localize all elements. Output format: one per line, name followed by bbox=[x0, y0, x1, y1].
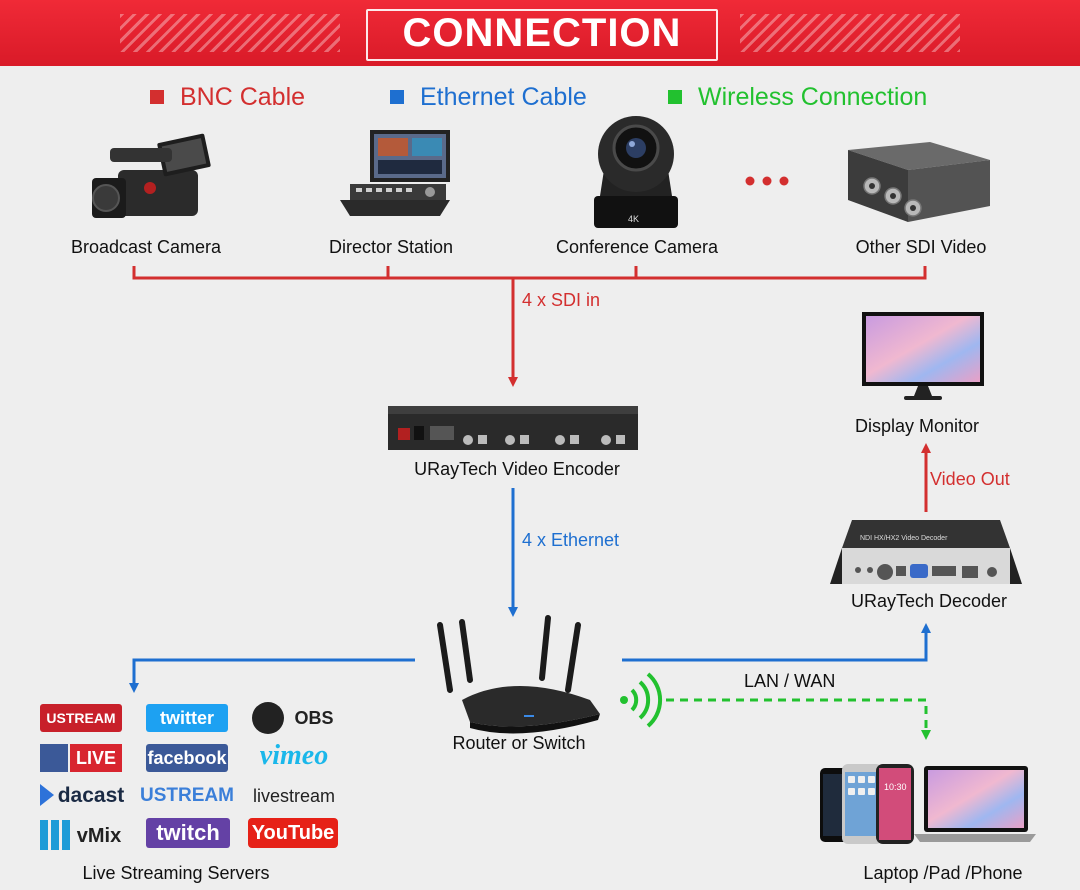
obs-logo: OBS bbox=[294, 707, 334, 728]
ethernet-router-decoder bbox=[622, 623, 931, 662]
ustream-logo: USTREAM bbox=[140, 785, 234, 806]
router-label: Router or Switch bbox=[452, 733, 586, 753]
svg-text:NDI HX/HX2 Video Decoder: NDI HX/HX2 Video Decoder bbox=[860, 535, 948, 542]
svg-text:10:30: 10:30 bbox=[884, 782, 907, 792]
ustream-tv-logo: USTREAM bbox=[40, 704, 122, 732]
banner-stripes-left bbox=[120, 14, 340, 52]
broadcast-camera-icon bbox=[92, 133, 211, 218]
ethernet-router-servers bbox=[129, 658, 415, 693]
wireless-line bbox=[666, 698, 931, 740]
livestream-logo: livestream bbox=[252, 785, 336, 806]
sdi-bus bbox=[132, 266, 927, 387]
facebook-logo: facebook bbox=[146, 744, 228, 772]
ethernet-label: 4 x Ethernet bbox=[522, 530, 620, 550]
facebook-live-logo: LIVE bbox=[70, 744, 122, 772]
conference-camera-icon: 4K bbox=[594, 116, 678, 228]
decoder-label: URayTech Decoder bbox=[850, 591, 1008, 611]
legend-bnc: BNC Cable bbox=[150, 82, 305, 112]
lan-wan-label: LAN / WAN bbox=[744, 671, 836, 691]
encoder-label: URayTech Video Encoder bbox=[414, 459, 620, 479]
monitor-label: Display Monitor bbox=[854, 416, 980, 436]
legend-wireless-label: Wireless Connection bbox=[698, 82, 928, 111]
more-sources-icon bbox=[745, 176, 789, 186]
source-label-conference-camera: Conference Camera bbox=[555, 237, 719, 257]
director-station-icon bbox=[340, 130, 450, 216]
display-monitor-icon bbox=[862, 312, 984, 400]
banner-frame bbox=[366, 9, 718, 61]
vmix-logo: vMix bbox=[76, 824, 122, 847]
bnc-swatch bbox=[150, 90, 164, 104]
video-decoder-icon: NDI HX/HX2 Video Decoder bbox=[830, 520, 1022, 584]
wifi-signal-icon bbox=[620, 672, 663, 728]
sdi-in-label: 4 x SDI in bbox=[522, 290, 601, 310]
router-icon bbox=[437, 615, 600, 734]
facebook-f-icon bbox=[40, 744, 68, 772]
title-banner: CONNECTION bbox=[0, 0, 1080, 66]
source-label-other-sdi: Other SDI Video bbox=[855, 237, 987, 257]
ethernet-swatch bbox=[390, 90, 404, 104]
source-label-director-station: Director Station bbox=[328, 237, 454, 257]
youtube-logo: YouTube bbox=[248, 818, 338, 848]
sdi-converter-icon bbox=[848, 142, 990, 222]
legend-ethernet-label: Ethernet Cable bbox=[420, 82, 587, 111]
client-devices-icon: 10:30 bbox=[820, 764, 1036, 844]
source-label-broadcast-camera: Broadcast Camera bbox=[70, 237, 222, 257]
page-title: CONNECTION bbox=[402, 11, 682, 55]
video-out-label: Video Out bbox=[930, 469, 1010, 489]
legend-ethernet: Ethernet Cable bbox=[390, 82, 587, 112]
clients-label: Laptop /Pad /Phone bbox=[863, 863, 1023, 883]
twitch-logo: twitch bbox=[146, 818, 230, 848]
vimeo-logo: vimeo bbox=[259, 740, 329, 771]
obs-icon bbox=[252, 702, 284, 734]
banner-stripes-right bbox=[740, 14, 960, 52]
legend-bnc-label: BNC Cable bbox=[180, 82, 306, 111]
twitter-logo: twitter bbox=[146, 704, 228, 732]
servers-label: Live Streaming Servers bbox=[82, 863, 270, 883]
vmix-icon bbox=[40, 820, 70, 850]
legend-wireless: Wireless Connection bbox=[668, 82, 927, 112]
wireless-swatch bbox=[668, 90, 682, 104]
video-encoder-icon bbox=[388, 406, 638, 450]
dacast-logo: dacast bbox=[57, 784, 125, 807]
svg-text:4K: 4K bbox=[628, 214, 639, 224]
